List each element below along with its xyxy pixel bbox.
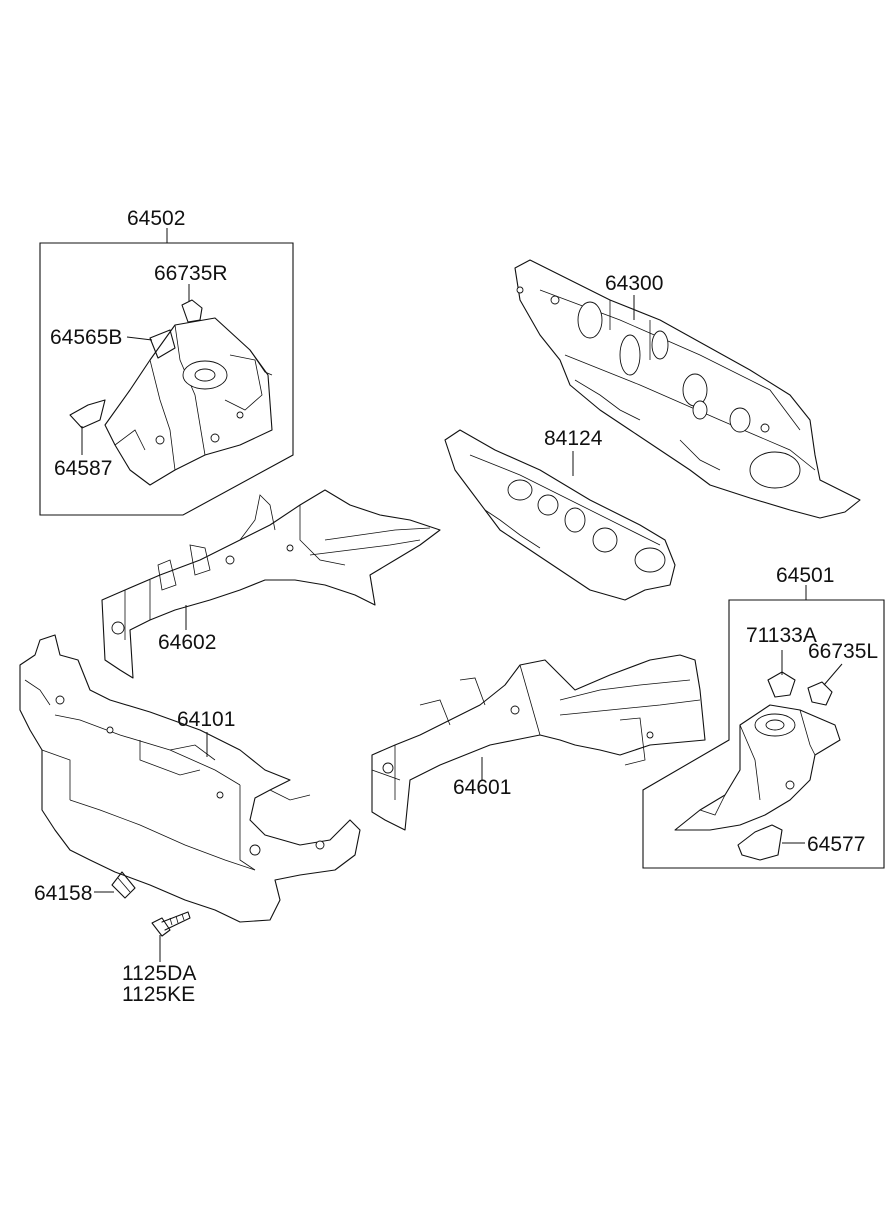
side-member-64601: 64601 (371, 654, 706, 831)
side-member-64602: 64602 (101, 489, 441, 679)
radiator-support-64101: 64101 (19, 634, 361, 923)
label-64158: 64158 (34, 882, 92, 905)
assembly-box-64501: 64501 (642, 564, 885, 869)
dash-panel-64300: 64300 (514, 259, 861, 519)
label-64501: 64501 (776, 564, 834, 587)
label-64101: 64101 (177, 708, 235, 731)
bracket-64577: 64577 (737, 824, 865, 861)
bracket-64158: 64158 (34, 871, 136, 905)
label-66735L: 66735L (808, 640, 878, 663)
bracket-66735R: 66735R (154, 262, 228, 323)
bracket-64587: 64587 (54, 399, 112, 480)
label-64602: 64602 (158, 631, 216, 654)
fender-apron-right (674, 704, 841, 831)
label-84124: 84124 (544, 427, 603, 450)
label-64587: 64587 (54, 457, 112, 480)
label-64300: 64300 (605, 272, 663, 295)
label-64577: 64577 (807, 833, 865, 856)
label-1125DA: 1125DA (122, 962, 196, 985)
label-64565B: 64565B (50, 326, 122, 349)
label-64502: 64502 (127, 207, 185, 230)
label-66735R: 66735R (154, 262, 228, 285)
bolt-1125DA-1125KE: 1125DA 1125KE (122, 911, 196, 1006)
fender-apron-left (104, 317, 273, 486)
assembly-box-64502: 64502 (39, 207, 294, 516)
insulator-panel-84124: 84124 (444, 427, 676, 601)
label-71133A: 71133A (746, 624, 817, 647)
bracket-64565B: 64565B (50, 326, 176, 359)
bracket-71133A: 71133A (746, 624, 817, 698)
label-1125KE: 1125KE (122, 983, 195, 1006)
bracket-66735L: 66735L (807, 640, 878, 706)
label-64601: 64601 (453, 776, 511, 799)
